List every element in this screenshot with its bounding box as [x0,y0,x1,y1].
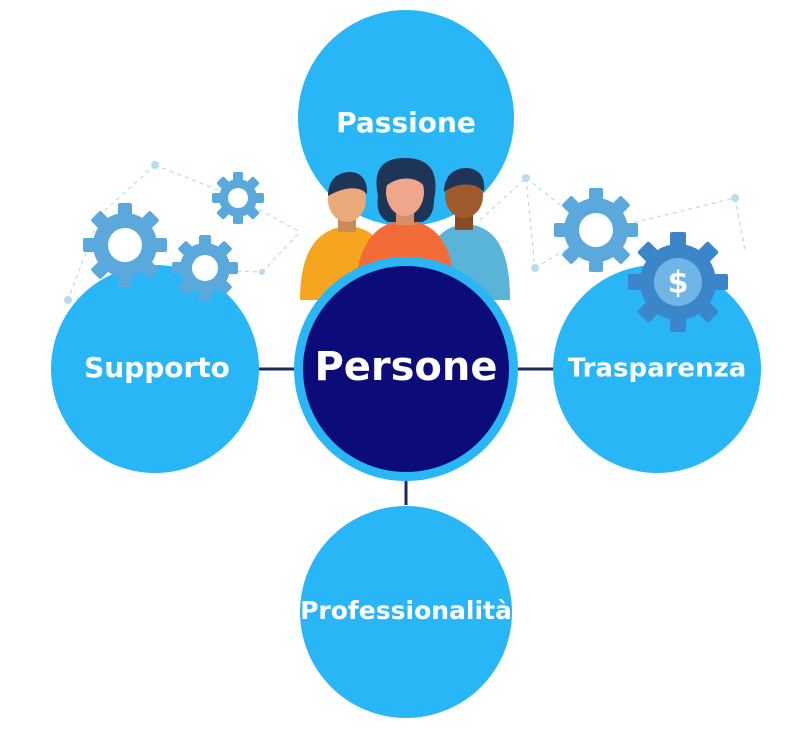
center-label: Persone [314,344,497,390]
node-bottom-label: Professionalità [300,596,512,625]
center-circle [303,266,509,472]
node-left-circle [51,265,259,473]
network-left-nodes [64,161,265,304]
node-right-label: Trasparenza [568,354,747,384]
dollar-gear-icon: $ [628,232,728,332]
gear-icon [83,172,264,301]
people-group-icon [300,158,510,300]
gear-large-left [83,203,167,287]
gear-medium-left [172,235,238,301]
node-top-label: Passione [336,106,476,139]
node-left-label: Supporto [84,351,230,384]
gear-right-large [554,188,638,272]
node-bottom-circle [300,506,512,718]
svg-text:$: $ [668,266,689,301]
gear-small-left [212,172,264,224]
